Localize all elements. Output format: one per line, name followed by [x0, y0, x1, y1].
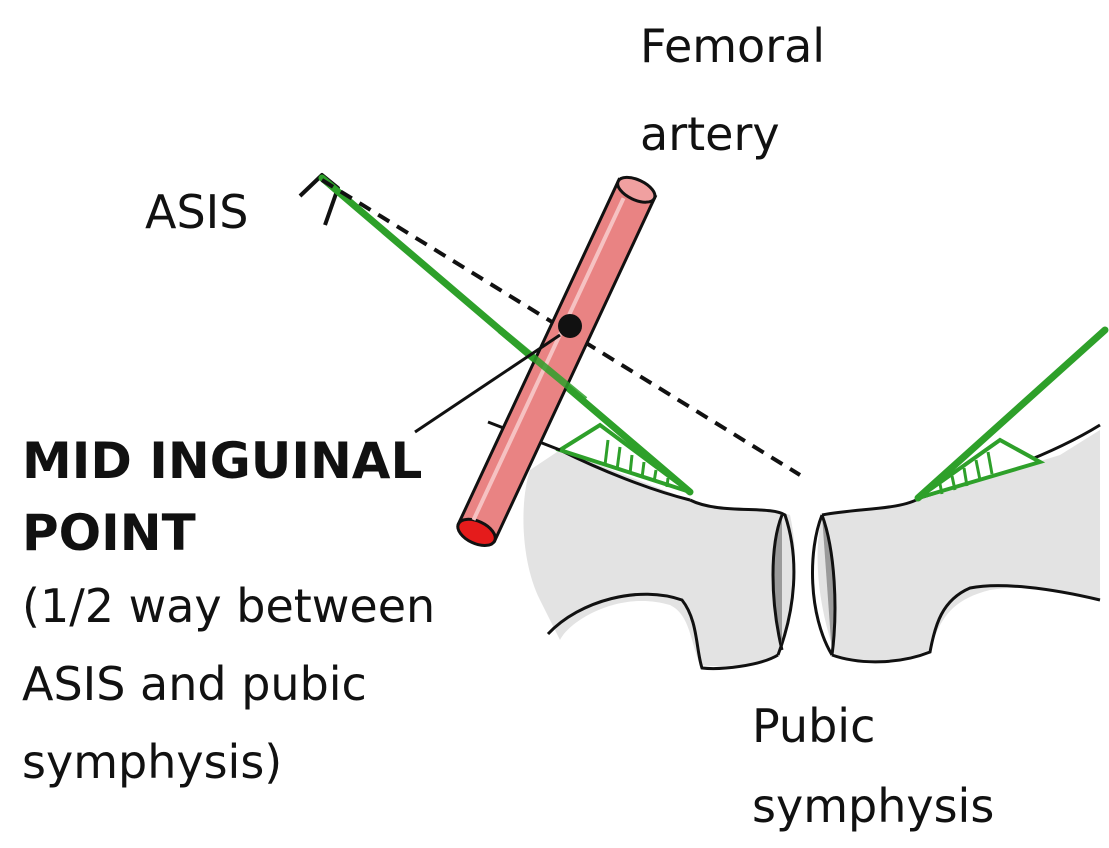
mid-inguinal-note-line3: symphysis)	[22, 735, 282, 789]
femoral-artery-label-line2: artery	[640, 107, 780, 161]
pubic-symphysis-label-line1: Pubic	[752, 699, 875, 753]
asis-label: ASIS	[145, 185, 248, 239]
mid-inguinal-note-line2: ASIS and pubic	[22, 657, 367, 711]
mid-inguinal-label-line2: POINT	[22, 504, 196, 562]
mid-inguinal-label-line1: MID INGUINAL	[22, 432, 422, 490]
femoral-artery-label-line1: Femoral	[640, 19, 825, 73]
pubic-symphysis-label-line2: symphysis	[752, 779, 994, 833]
mid-inguinal-note-line1: (1/2 way between	[22, 579, 435, 633]
mid-inguinal-point-marker	[558, 314, 582, 338]
